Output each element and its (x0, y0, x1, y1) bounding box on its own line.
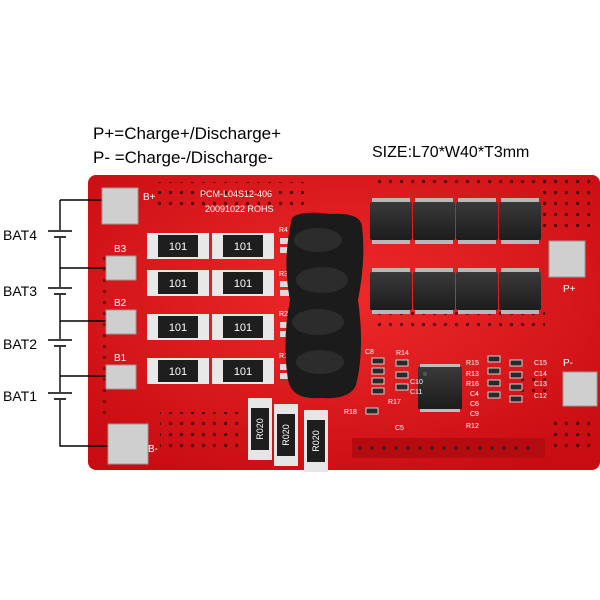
resistor-code: 101 (169, 322, 187, 334)
charge-positive-note: P+=Charge+/Discharge+ (93, 124, 282, 143)
resistor-code: 101 (234, 278, 252, 290)
mosfet-array (370, 198, 541, 314)
ref-r18: R18 (344, 409, 357, 416)
ref-c15: C15 (534, 360, 547, 367)
ref-r12: R12 (466, 423, 479, 430)
bat2-label: BAT2 (3, 336, 37, 352)
ref-c11: C11 (410, 389, 422, 396)
cell-symbols (48, 230, 72, 400)
battery-pads (101, 187, 598, 465)
ref-c6: C6 (470, 401, 479, 408)
pad-label-b-plus: B+ (143, 192, 156, 203)
ref-r13: R13 (466, 371, 479, 378)
ref-c4: C4 (470, 391, 479, 398)
sense-code: R020 (311, 430, 321, 452)
ref-c10: C10 (410, 379, 423, 386)
ref-r15: R15 (466, 360, 479, 367)
pad-label-p-plus: P+ (563, 284, 576, 295)
ref-r16: R16 (466, 381, 479, 388)
pad-label-b-minus: B- (148, 444, 158, 455)
ref-r17: R17 (388, 399, 401, 406)
ref-r3: R3 (279, 271, 288, 278)
pad-label-b1: B1 (114, 353, 127, 364)
bottom-trace (352, 438, 545, 458)
protection-ic (418, 364, 462, 412)
balance-resistors: 101 101 101 101 101 101 101 101 (147, 233, 274, 384)
ref-r1: R1 (279, 353, 288, 360)
ref-r4: R4 (279, 227, 288, 234)
ref-r2: R2 (279, 311, 288, 318)
resistor-code: 101 (169, 366, 187, 378)
sense-code: R020 (281, 424, 291, 446)
ref-c13: C13 (534, 381, 547, 388)
charge-negative-note: P- =Charge-/Discharge- (93, 148, 273, 167)
ref-c8: C8 (365, 349, 374, 356)
resistor-code: 101 (169, 278, 187, 290)
resistor-code: 101 (169, 241, 187, 253)
pad-label-b2: B2 (114, 298, 127, 309)
sense-code: R020 (255, 418, 265, 440)
ref-c9: C9 (470, 411, 479, 418)
date-silkscreen: 20091022 ROHS (205, 204, 274, 214)
model-silkscreen: PCM-L04S12-406 (200, 189, 272, 199)
resistor-code: 101 (234, 366, 252, 378)
ref-c14: C14 (534, 371, 547, 378)
board-size-note: SIZE:L70*W40*T3mm (372, 144, 530, 161)
ref-c12: C12 (534, 393, 547, 400)
pad-label-p-minus: P- (563, 358, 573, 369)
bat4-label: BAT4 (3, 227, 37, 243)
ref-r14: R14 (396, 350, 409, 357)
bat3-label: BAT3 (3, 283, 37, 299)
sense-resistors: R020 R020 R020 (248, 398, 328, 472)
ref-c5: C5 (395, 425, 404, 432)
smd-passives: R14 R15 R13 R16 C4 C5 C6 C8 C9 C10 C11 C… (344, 349, 547, 432)
bat1-label: BAT1 (3, 388, 37, 404)
resistor-code: 101 (234, 241, 252, 253)
pad-label-b3: B3 (114, 244, 127, 255)
epoxy-glue (285, 212, 364, 399)
resistor-code: 101 (234, 322, 252, 334)
